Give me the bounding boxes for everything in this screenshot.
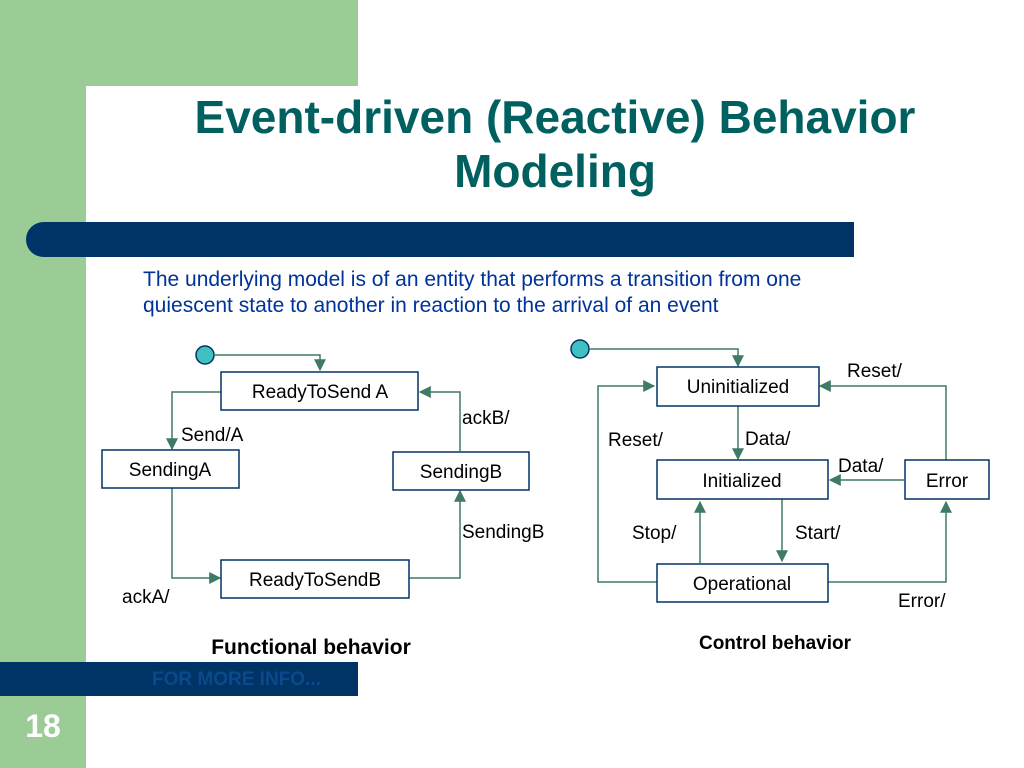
label-reset-left: Reset/ (608, 430, 664, 451)
label-reset-top: Reset/ (847, 361, 903, 382)
info-bar (0, 662, 358, 696)
slide-number: 18 (25, 708, 61, 744)
intro-line-2: quiescent state to another in reaction t… (143, 294, 719, 317)
functional-initial-state (195, 345, 215, 365)
state-ready-to-send-b-label: ReadyToSendB (249, 570, 381, 591)
title-line-1: Event-driven (Reactive) Behavior (194, 91, 916, 143)
control-initial-state (570, 339, 590, 359)
state-sending-a: SendingA (101, 449, 240, 489)
label-data-left: Data/ (838, 456, 884, 477)
left-green-band (0, 0, 86, 768)
control-initial-edge (589, 348, 744, 368)
edge-ready-a-to-sending-a (166, 391, 221, 451)
label-start: Start/ (795, 523, 841, 544)
state-operational: Operational (656, 563, 829, 603)
more-info-link[interactable]: FOR MORE INFO... (152, 669, 321, 690)
state-sending-b: SendingB (392, 451, 530, 491)
state-initialized: Initialized (656, 459, 829, 500)
functional-diagram: ReadyToSend A SendingA SendingB ReadyToS… (101, 345, 544, 659)
state-sending-a-label: SendingA (129, 460, 212, 481)
slide-title: Event-driven (Reactive) Behavior Modelin… (100, 90, 1010, 198)
edge-operational-to-error (828, 500, 952, 583)
label-send-a: Send/A (181, 425, 244, 446)
intro-line-1: The underlying model is of an entity tha… (143, 268, 802, 291)
state-ready-to-send-a-label: ReadyToSend A (252, 382, 389, 403)
state-initialized-label: Initialized (702, 471, 781, 492)
state-error: Error (904, 459, 990, 500)
title-line-2: Modeling (454, 145, 656, 197)
edge-ready-b-to-sending-b (409, 489, 466, 579)
label-ack-b: ackB/ (462, 408, 510, 429)
state-operational-label: Operational (693, 574, 791, 595)
state-sending-b-label: SendingB (420, 462, 502, 483)
edge-sending-a-to-ready-b (171, 488, 222, 584)
title-divider-bar (26, 222, 854, 257)
label-stop: Stop/ (632, 523, 677, 544)
state-diagrams: ReadyToSend A SendingA SendingB ReadyToS… (101, 339, 990, 659)
functional-caption: Functional behavior (211, 636, 411, 659)
functional-initial-edge (214, 354, 326, 372)
state-uninitialized: Uninitialized (656, 366, 820, 407)
state-ready-to-send-b: ReadyToSendB (220, 559, 410, 599)
label-data-down: Data/ (745, 429, 791, 450)
control-caption: Control behavior (699, 633, 852, 654)
intro-text: The underlying model is of an entity tha… (143, 267, 983, 319)
control-diagram: Uninitialized Initialized Error Operatio… (570, 339, 990, 654)
label-sending-b: SendingB (462, 522, 544, 543)
state-ready-to-send-a: ReadyToSend A (220, 371, 419, 411)
state-uninitialized-label: Uninitialized (687, 377, 789, 398)
state-error-label: Error (926, 471, 969, 492)
label-ack-a: ackA/ (122, 587, 170, 608)
edge-operational-to-uninitialized (597, 380, 657, 583)
edge-sending-b-to-ready-a (418, 386, 461, 451)
edge-error-to-uninitialized (818, 380, 947, 460)
top-green-block (86, 0, 358, 86)
label-error: Error/ (898, 591, 946, 612)
